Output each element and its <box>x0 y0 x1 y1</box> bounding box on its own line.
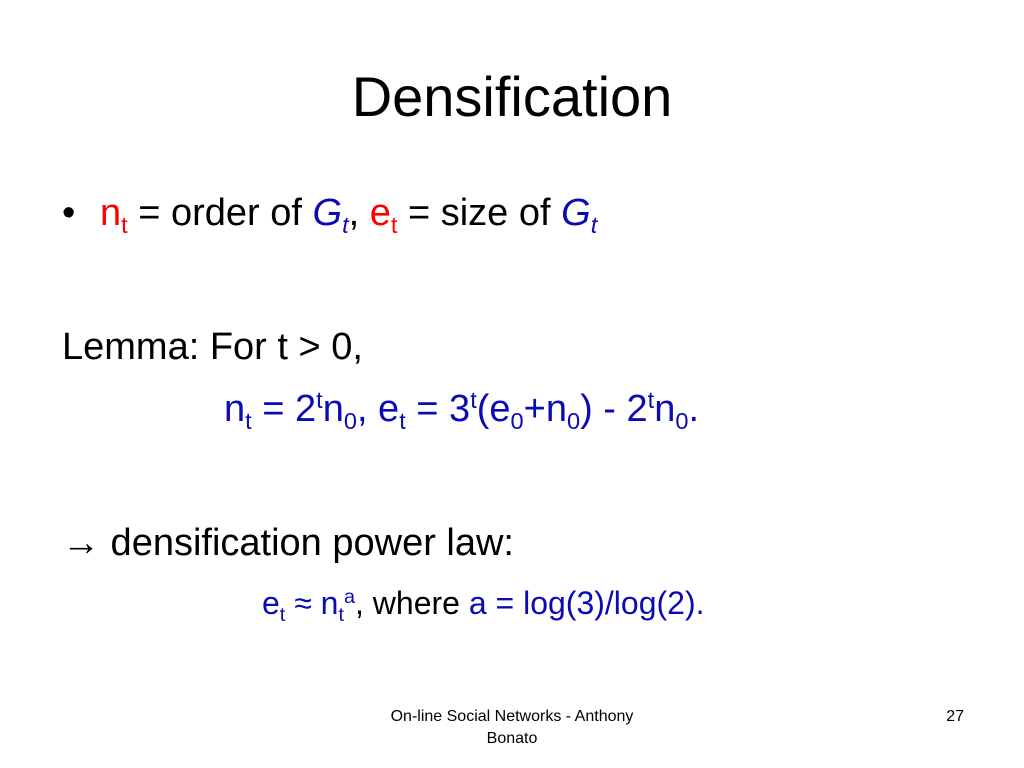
where-text: , where <box>355 585 469 621</box>
order-text: = order of <box>127 192 313 234</box>
approx-term: ≈ nta <box>285 585 355 626</box>
n-symbol: nt <box>100 192 128 239</box>
g-symbol-2: Gt <box>561 192 598 239</box>
bullet-marker: • <box>62 192 76 234</box>
page-number: 27 <box>946 708 964 725</box>
et-term: et <box>262 585 286 626</box>
a-definition: a = log(3)/log(2). <box>468 585 705 621</box>
size-text: = size of <box>397 192 562 234</box>
lemma-equation: nt = 2tn0, et = 3t(e0+n0) - 2tn0. <box>224 387 699 435</box>
power-law-heading: → densification power law: <box>62 522 514 564</box>
g-symbol: Gt <box>312 192 349 239</box>
slide-title: Densification <box>351 65 673 128</box>
lemma-text: Lemma: For t > 0, <box>62 326 363 368</box>
bullet-definition: • nt = order of Gt, et = size of Gt <box>62 190 598 239</box>
footer-text: On-line Social Networks - Anthony Bonato <box>390 708 634 747</box>
e-symbol: et <box>369 192 398 239</box>
comma: , <box>348 192 370 234</box>
power-law-equation: et ≈ nta, where a = log(3)/log(2). <box>262 582 705 626</box>
